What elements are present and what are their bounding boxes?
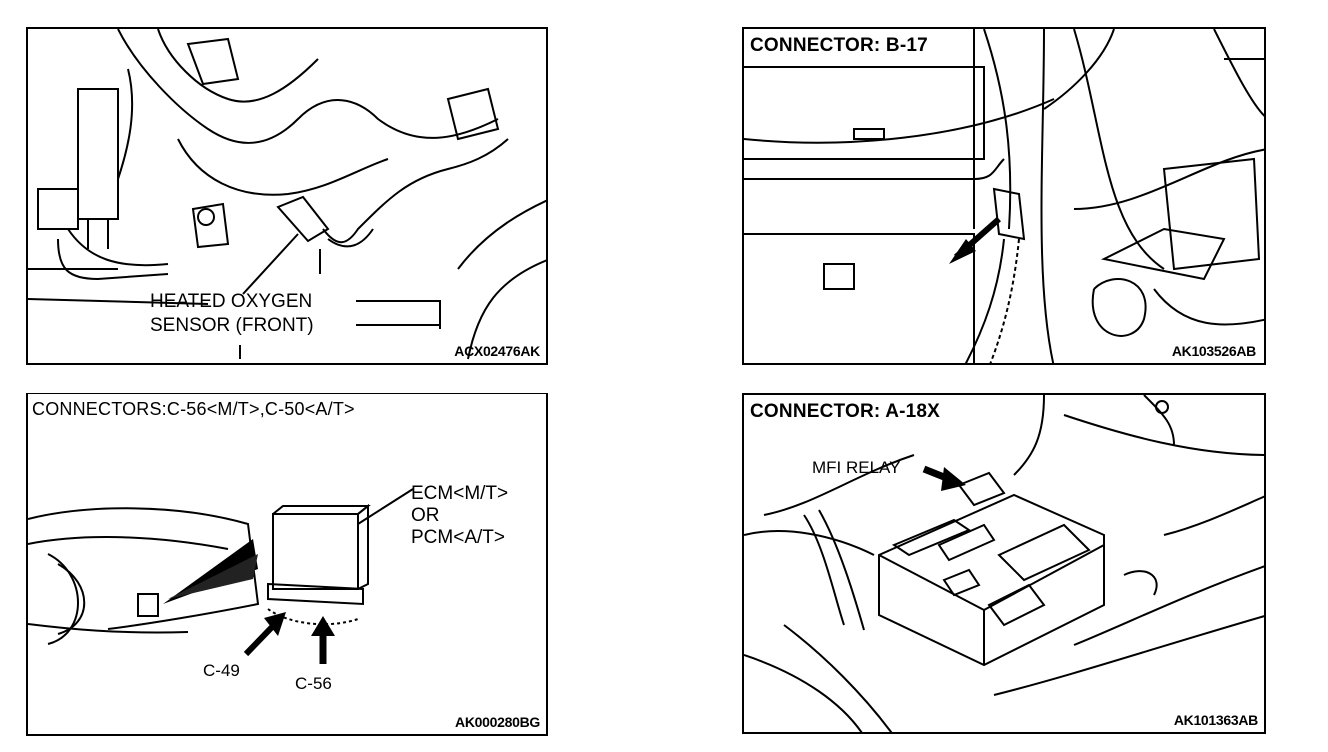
connector-b17-panel: CONNECTOR: B-17 AK103526AB <box>742 27 1266 365</box>
ecm-label-line3: PCM<A/T> <box>411 527 505 548</box>
figure-code: ACX02476AK <box>454 343 540 359</box>
engine-bay-illustration <box>744 29 1264 363</box>
engine-exhaust-illustration <box>28 29 546 360</box>
ecm-label-line1: ECM<M/T> <box>411 483 509 504</box>
panel-title: CONNECTOR: B-17 <box>750 35 928 56</box>
relay-arrow-icon <box>922 465 966 491</box>
sensor-label-line1: HEATED OXYGEN <box>150 291 313 312</box>
panel-title: CONNECTOR: A-18X <box>750 401 941 422</box>
connectors-c56-c50-panel: CONNECTORS:C-56<M/T>,C-50<A/T> ECM<M/T> … <box>26 393 548 736</box>
connector-arrow-icons <box>163 539 335 664</box>
relay-box-illustration <box>744 395 1264 732</box>
panel-title: CONNECTORS:C-56<M/T>,C-50<A/T> <box>32 399 355 419</box>
connector-a18x-panel: CONNECTOR: A-18X MFI RELAY AK101363AB <box>742 393 1266 734</box>
heated-oxygen-sensor-panel: HEATED OXYGEN SENSOR (FRONT) ACX02476AK <box>26 27 548 365</box>
callout-c56: C-56 <box>295 674 332 693</box>
dashboard-ecm-illustration <box>28 488 414 645</box>
sensor-label-line2: SENSOR (FRONT) <box>150 315 314 336</box>
figure-code: AK000280BG <box>455 714 540 730</box>
callout-c49: C-49 <box>203 661 240 680</box>
figure-code: AK103526AB <box>1171 343 1256 359</box>
connector-arrow-icon <box>949 216 1001 264</box>
figure-code: AK101363AB <box>1173 712 1258 728</box>
mfi-relay-label: MFI RELAY <box>812 458 901 477</box>
ecm-label-line2: OR <box>411 505 440 526</box>
